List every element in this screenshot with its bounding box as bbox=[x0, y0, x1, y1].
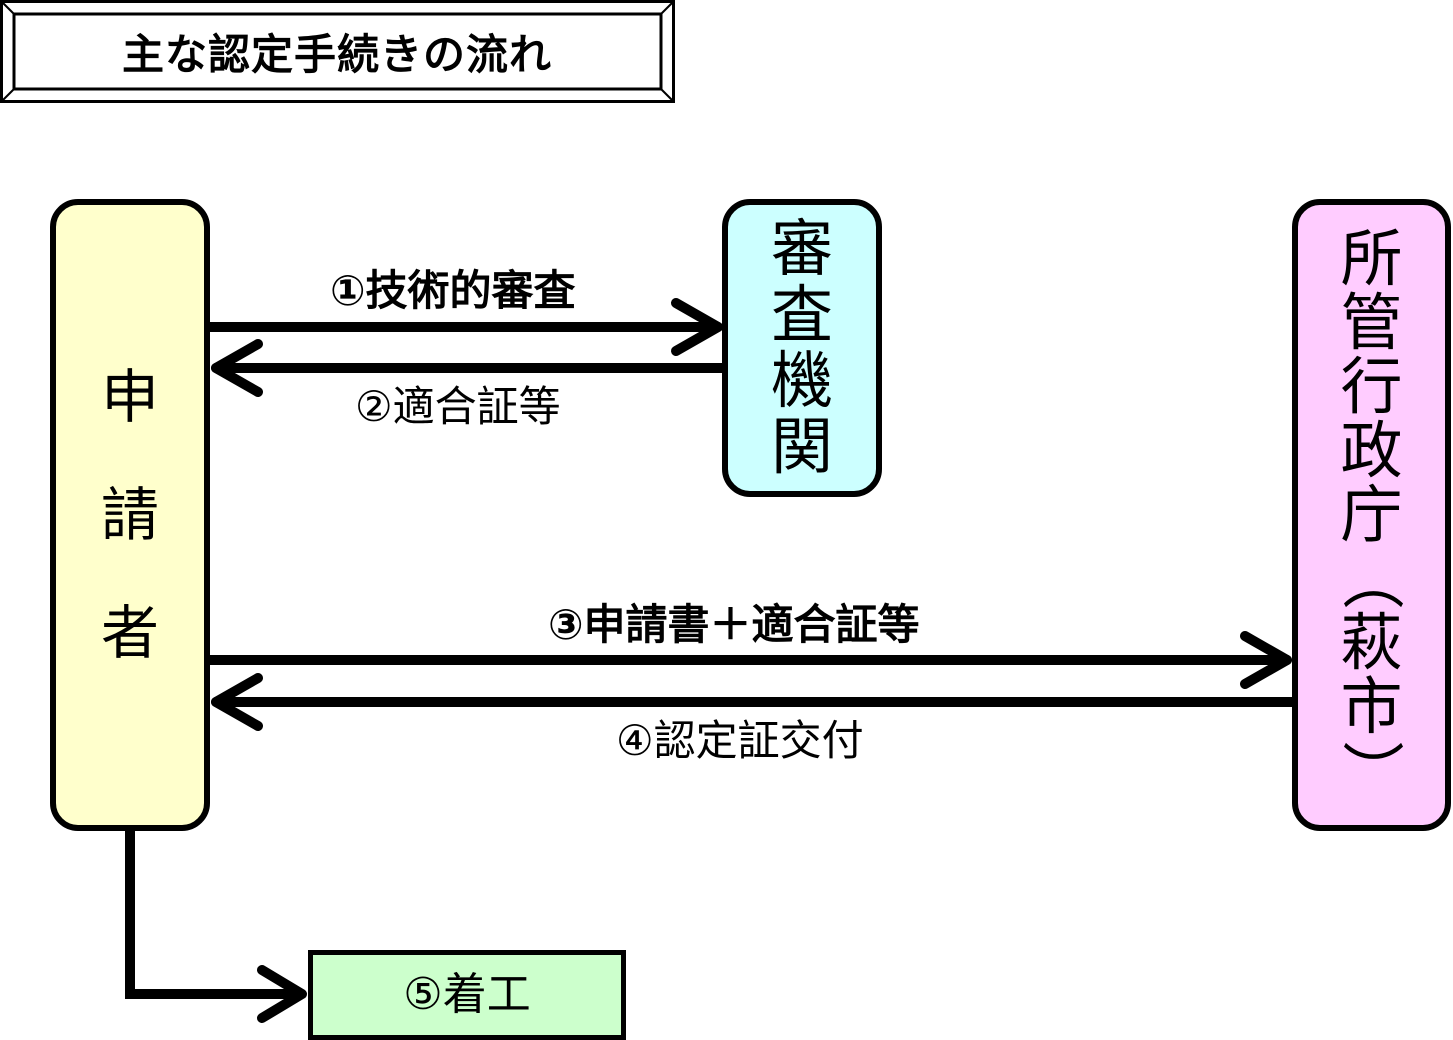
applicant-char: 者 bbox=[100, 599, 159, 667]
applicant-char: 請 bbox=[100, 481, 159, 549]
construction-start-label: ⑤着工 bbox=[403, 969, 531, 1020]
admin-office-box: 所 管 行 政 庁 （ 萩 市 ） bbox=[1292, 199, 1451, 831]
admin-office-char: 行 bbox=[1340, 350, 1403, 423]
arrow-conformity-certificate bbox=[211, 339, 727, 397]
arrow-application-submission bbox=[205, 631, 1292, 689]
application-submission-label: ③申請書＋適合証等 bbox=[548, 600, 920, 649]
admin-office-paren-close: ） bbox=[1335, 739, 1409, 803]
review-body-char: 機 bbox=[770, 344, 833, 417]
arrow-certification-issue bbox=[211, 673, 1297, 731]
review-body-char: 査 bbox=[770, 278, 833, 351]
review-body-box: 審 査 機 関 bbox=[722, 199, 882, 497]
admin-office-char: 所 bbox=[1340, 222, 1403, 295]
admin-office-char: 萩 bbox=[1340, 606, 1403, 679]
admin-office-char: 管 bbox=[1340, 286, 1403, 359]
admin-office-char: 庁 bbox=[1340, 478, 1403, 551]
diagram-title: 主な認定手続きの流れ bbox=[121, 30, 552, 79]
arrow-construction-start bbox=[125, 831, 307, 1023]
applicant-box: 申 請 者 bbox=[50, 199, 210, 831]
review-body-char: 関 bbox=[770, 410, 833, 483]
arrow-technical-review bbox=[205, 298, 723, 356]
applicant-char: 申 bbox=[100, 363, 159, 431]
certification-issue-label: ④認定証交付 bbox=[616, 716, 864, 765]
admin-office-char: 市 bbox=[1340, 670, 1403, 743]
construction-start-box: ⑤着工 bbox=[308, 950, 626, 1040]
admin-office-paren-open: （ bbox=[1335, 547, 1409, 611]
title-frame: 主な認定手続きの流れ bbox=[0, 0, 675, 103]
technical-review-label: ①技術的審査 bbox=[330, 266, 576, 315]
review-body-char: 審 bbox=[770, 212, 833, 285]
title-bevel-border bbox=[0, 0, 675, 103]
conformity-certificate-label: ②適合証等 bbox=[355, 382, 561, 431]
admin-office-char: 政 bbox=[1340, 414, 1403, 487]
